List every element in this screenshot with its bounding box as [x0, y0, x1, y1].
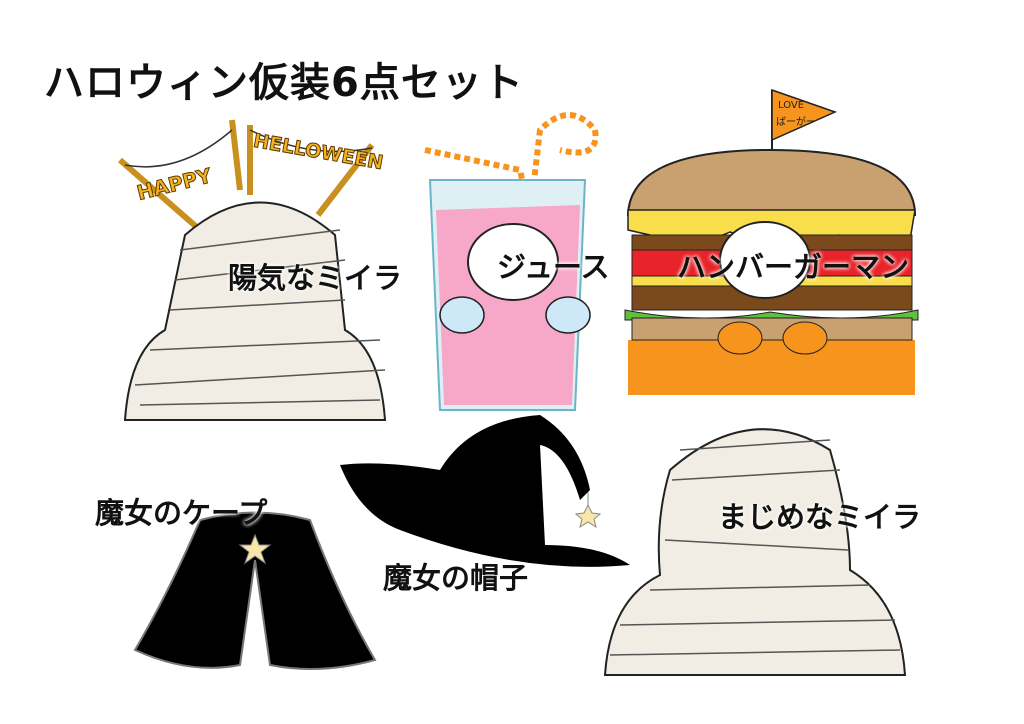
- banner-helloween: HELLOWEEN: [252, 130, 385, 174]
- label-witch-hat: 魔女の帽子: [383, 561, 529, 595]
- label-witch-cape: 魔女のケープ: [95, 496, 268, 530]
- page-title: ハロウィン仮装6点セット: [44, 60, 524, 106]
- hamburger-illustration: LOVE ばーがー: [624, 88, 919, 395]
- witch-cape-illustration: [133, 511, 377, 670]
- label-juice: ジュース: [497, 250, 610, 284]
- flag-love: LOVE: [778, 100, 804, 111]
- label-hamburger-man: ハンバーガーマン: [677, 250, 910, 284]
- witch-hat-illustration: [340, 415, 630, 567]
- banner-happy: HAPPY: [134, 163, 214, 205]
- serious-mummy-illustration: [603, 428, 907, 676]
- flag-burger: ばーがー: [776, 115, 816, 128]
- label-cheerful-mummy: 陽気なミイラ: [228, 261, 403, 295]
- label-serious-mummy: まじめなミイラ: [718, 500, 922, 534]
- juice-illustration: [424, 112, 599, 411]
